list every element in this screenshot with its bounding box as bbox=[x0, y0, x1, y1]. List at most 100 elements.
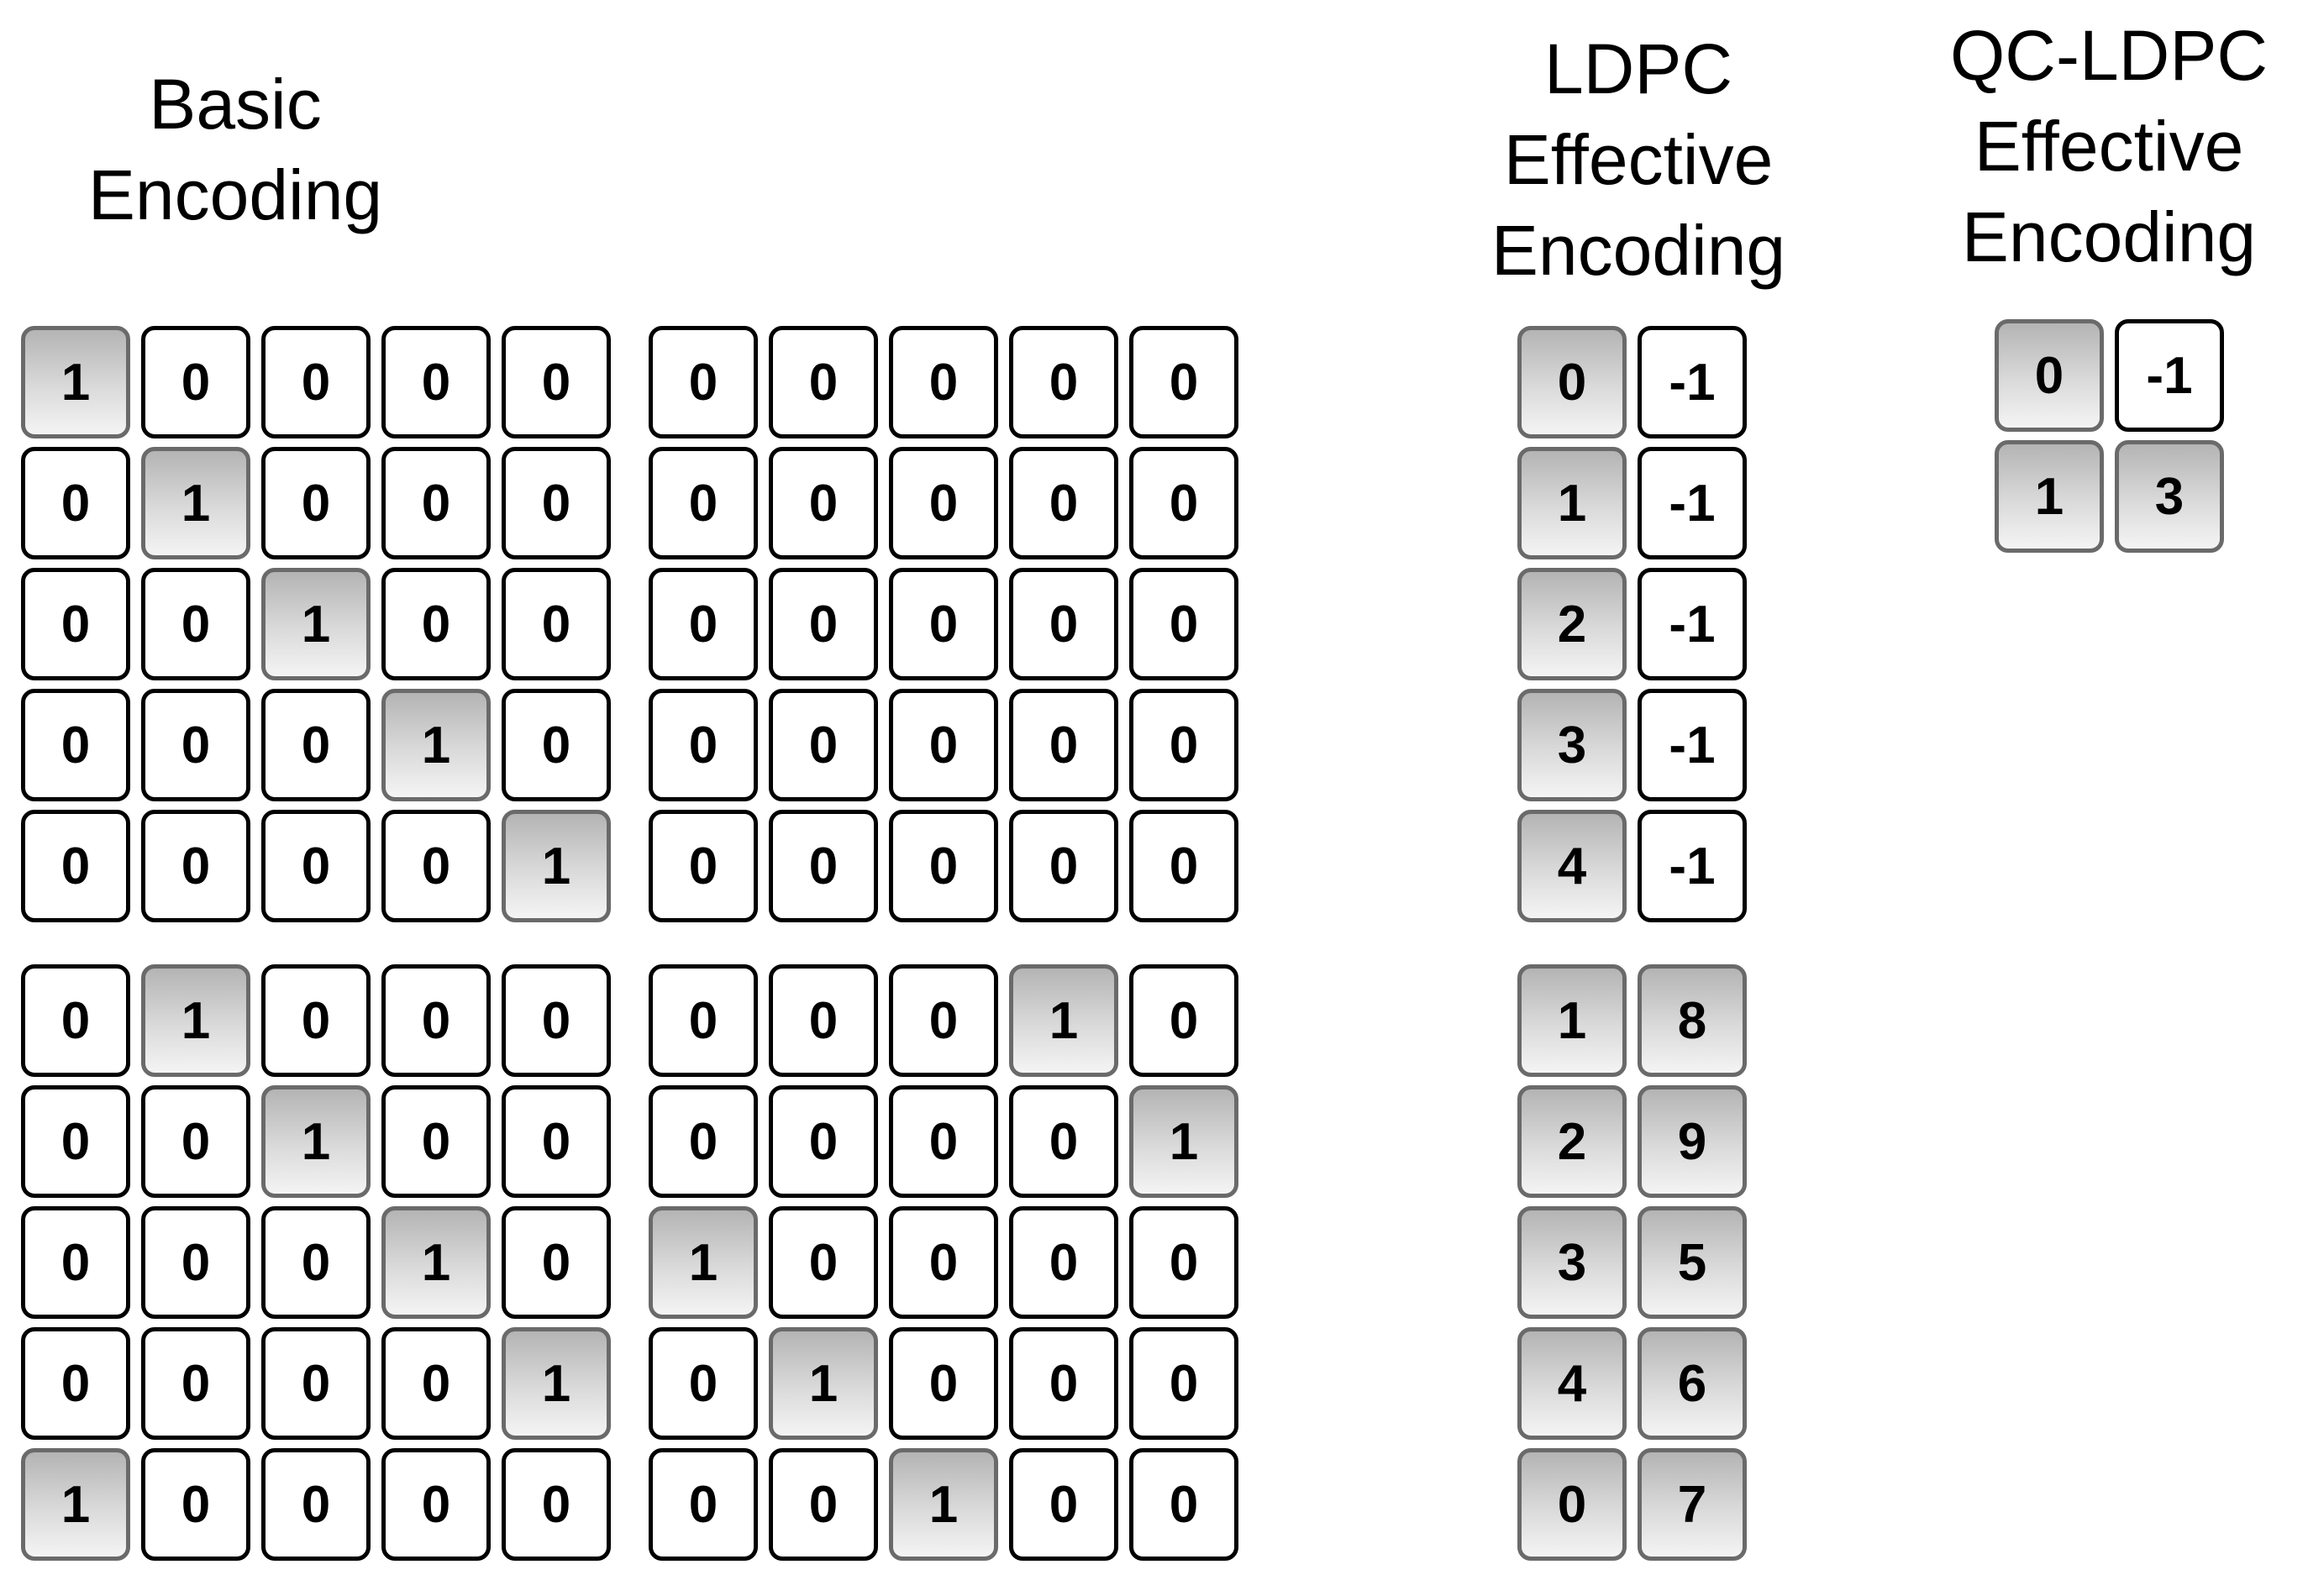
matrix-cell: 0 bbox=[21, 689, 130, 801]
matrix-cell: 1 bbox=[1129, 1085, 1238, 1198]
matrix-cell: 0 bbox=[649, 964, 758, 1077]
matrix-cell: -1 bbox=[1638, 447, 1747, 559]
ldpc-title-line-2: Effective bbox=[1503, 120, 1774, 199]
matrix-cell: 0 bbox=[769, 810, 878, 922]
matrix-cell: 0 bbox=[21, 1085, 130, 1198]
matrix-cell: -1 bbox=[1638, 568, 1747, 680]
matrix-cell: 0 bbox=[1009, 689, 1118, 801]
matrix-cell: 6 bbox=[1638, 1327, 1747, 1440]
matrix-cell: 0 bbox=[1009, 1448, 1118, 1561]
matrix-cell: 0 bbox=[1517, 1448, 1627, 1561]
matrix-cell: 0 bbox=[261, 689, 371, 801]
matrix-cell: 0 bbox=[141, 326, 250, 438]
matrix-cell: 0 bbox=[502, 447, 611, 559]
matrix-cell: 7 bbox=[1638, 1448, 1747, 1561]
matrix-cell: 0 bbox=[21, 810, 130, 922]
matrix-cell: 0 bbox=[889, 568, 998, 680]
matrix-cell: 0 bbox=[502, 689, 611, 801]
matrix-cell: 0 bbox=[141, 1206, 250, 1319]
matrix-cell: 0 bbox=[261, 326, 371, 438]
matrix-cell: 0 bbox=[649, 1327, 758, 1440]
matrix-cell: 1 bbox=[1995, 440, 2104, 553]
matrix-cell: -1 bbox=[2115, 319, 2224, 432]
matrix-cell: 0 bbox=[502, 326, 611, 438]
matrix-cell: 0 bbox=[1129, 1206, 1238, 1319]
matrix-cell: 0 bbox=[21, 964, 130, 1077]
matrix-cell: 2 bbox=[1517, 568, 1627, 680]
matrix-cell: 0 bbox=[889, 447, 998, 559]
matrix-cell: 1 bbox=[21, 326, 130, 438]
matrix-cell: 0 bbox=[381, 447, 491, 559]
matrix-cell: 0 bbox=[769, 1085, 878, 1198]
basic-title-line-1: Basic bbox=[149, 65, 322, 144]
qc-title-line-2: Effective bbox=[1974, 107, 2244, 186]
matrix-cell: 1 bbox=[1517, 447, 1627, 559]
matrix-cell: 0 bbox=[889, 964, 998, 1077]
matrix-cell: 0 bbox=[502, 964, 611, 1077]
matrix-cell: 0 bbox=[1129, 689, 1238, 801]
matrix-cell: 0 bbox=[769, 326, 878, 438]
matrix-cell: 0 bbox=[381, 1448, 491, 1561]
matrix-cell: 0 bbox=[141, 568, 250, 680]
matrix-cell: 1 bbox=[1517, 964, 1627, 1077]
matrix-cell: 1 bbox=[381, 689, 491, 801]
matrix-cell: 0 bbox=[649, 1448, 758, 1561]
matrix-cell: 2 bbox=[1517, 1085, 1627, 1198]
matrix-cell: 0 bbox=[649, 568, 758, 680]
matrix-cell: 0 bbox=[21, 1327, 130, 1440]
matrix-cell: 0 bbox=[261, 1206, 371, 1319]
matrix-cell: 0 bbox=[381, 326, 491, 438]
matrix-cell: 3 bbox=[1517, 1206, 1627, 1319]
matrix-cell: -1 bbox=[1638, 689, 1747, 801]
matrix-cell: 1 bbox=[502, 810, 611, 922]
matrix-cell: 0 bbox=[502, 1085, 611, 1198]
matrix-cell: 0 bbox=[21, 447, 130, 559]
matrix-cell: 0 bbox=[141, 689, 250, 801]
matrix-cell: 0 bbox=[1129, 568, 1238, 680]
matrix-cell: 1 bbox=[141, 447, 250, 559]
matrix-cell: 0 bbox=[889, 1085, 998, 1198]
matrix-cell: -1 bbox=[1638, 326, 1747, 438]
matrix-cell: 0 bbox=[1129, 447, 1238, 559]
matrix-cell: 0 bbox=[769, 689, 878, 801]
matrix-cell: 0 bbox=[1009, 326, 1118, 438]
matrix-cell: 0 bbox=[1009, 1206, 1118, 1319]
matrix-cell: 0 bbox=[1009, 1327, 1118, 1440]
matrix-cell: 0 bbox=[381, 964, 491, 1077]
matrix-cell: 0 bbox=[502, 568, 611, 680]
matrix-cell: 0 bbox=[649, 447, 758, 559]
basic-encoding-title: Basic Encoding bbox=[34, 59, 437, 240]
matrix-cell: 8 bbox=[1638, 964, 1747, 1077]
matrix-cell: 1 bbox=[769, 1327, 878, 1440]
matrix-cell: 0 bbox=[649, 1085, 758, 1198]
matrix-cell: 3 bbox=[1517, 689, 1627, 801]
matrix-cell: 0 bbox=[769, 1206, 878, 1319]
matrix-cell: 0 bbox=[141, 810, 250, 922]
matrix-cell: 0 bbox=[1129, 810, 1238, 922]
matrix-cell: 0 bbox=[889, 810, 998, 922]
matrix-cell: 0 bbox=[1009, 568, 1118, 680]
matrix-cell: 0 bbox=[649, 689, 758, 801]
matrix-cell: 1 bbox=[502, 1327, 611, 1440]
matrix-cell: 0 bbox=[889, 326, 998, 438]
matrix-cell: 0 bbox=[1009, 447, 1118, 559]
matrix-cell: 1 bbox=[261, 1085, 371, 1198]
matrix-cell: 0 bbox=[381, 1085, 491, 1198]
matrix-cell: 4 bbox=[1517, 1327, 1627, 1440]
qc-ldpc-effective-encoding-title: QC-LDPC Effective Encoding bbox=[1916, 10, 2302, 282]
matrix-cell: 0 bbox=[649, 810, 758, 922]
matrix-cell: 3 bbox=[2115, 440, 2224, 553]
matrix-cell: 0 bbox=[1129, 964, 1238, 1077]
matrix-cell: 0 bbox=[261, 1448, 371, 1561]
matrix-cell: 4 bbox=[1517, 810, 1627, 922]
matrix-cell: 0 bbox=[1009, 810, 1118, 922]
matrix-cell: 0 bbox=[1129, 1448, 1238, 1561]
matrix-cell: 1 bbox=[889, 1448, 998, 1561]
matrix-cell: 0 bbox=[769, 1448, 878, 1561]
matrix-cell: 1 bbox=[1009, 964, 1118, 1077]
matrix-cell: 0 bbox=[261, 964, 371, 1077]
matrix-cell: 0 bbox=[502, 1448, 611, 1561]
matrix-cell: 5 bbox=[1638, 1206, 1747, 1319]
matrix-cell: 0 bbox=[381, 1327, 491, 1440]
matrix-cell: 0 bbox=[769, 964, 878, 1077]
